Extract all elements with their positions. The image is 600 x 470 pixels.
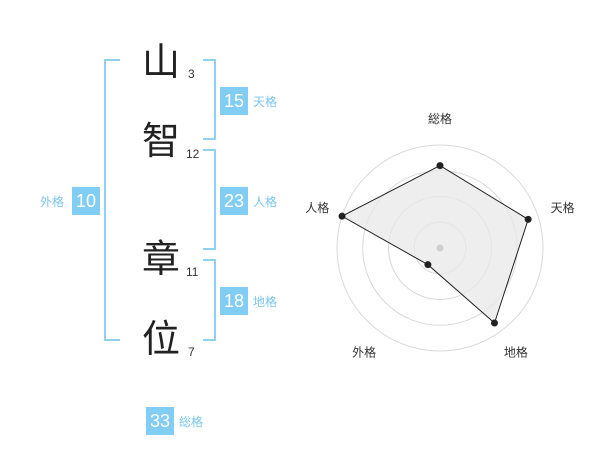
radar-axis-label-5: 人格 (305, 200, 329, 215)
name-char-1: 山 (142, 40, 181, 84)
radar-point-4 (424, 261, 432, 269)
name-char-2: 智 (142, 119, 181, 163)
radar-point-1 (436, 162, 444, 170)
radar-axis-label-3: 地格 (504, 344, 528, 359)
gaikaku-label: 外格 (40, 195, 65, 209)
radar-point-5 (338, 212, 346, 220)
tenkaku-badge: 15 (220, 87, 248, 115)
chikaku-bracket (203, 259, 216, 341)
tenkaku-label: 天格 (253, 95, 278, 109)
tenkaku-bracket (203, 59, 216, 140)
radar-point-2 (524, 215, 532, 223)
stroke-count-2: 12 (186, 147, 200, 161)
name-char-3: 章 (142, 237, 181, 281)
gaikaku-badge: 10 (72, 187, 100, 215)
soukaku-label: 総格 (179, 415, 204, 429)
radar-axis-label-4: 外格 (352, 344, 376, 359)
stroke-count-3: 11 (186, 265, 199, 279)
stroke-count-1: 3 (188, 67, 195, 81)
radar-point-3 (490, 319, 498, 327)
radar-center (436, 244, 444, 252)
radar-polygon (340, 165, 529, 324)
soukaku-badge: 33 (146, 407, 174, 435)
gaikaku-bracket (104, 59, 120, 341)
jinkaku-bracket (203, 149, 216, 250)
name-char-4: 位 (142, 317, 181, 361)
radar-axis-label-1: 総格 (428, 111, 452, 126)
jinkaku-badge: 23 (220, 187, 248, 215)
radar-axis-label-2: 天格 (551, 200, 575, 215)
radar-grid-ring (336, 144, 544, 352)
chikaku-badge: 18 (220, 287, 248, 315)
jinkaku-label: 人格 (253, 195, 278, 209)
stroke-count-4: 7 (188, 345, 195, 359)
chikaku-label: 地格 (253, 295, 278, 309)
